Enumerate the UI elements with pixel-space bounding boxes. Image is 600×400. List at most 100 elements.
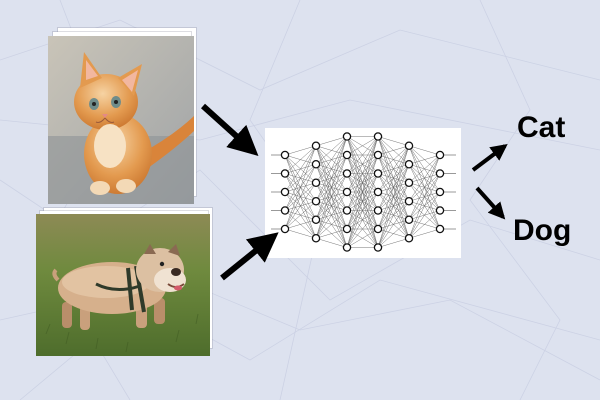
cat-image-stack — [48, 28, 196, 204]
network-node — [373, 224, 383, 234]
cat-output-arrow — [471, 143, 508, 172]
network-node — [342, 187, 352, 197]
network-edge — [315, 136, 348, 239]
network-node — [280, 187, 290, 197]
network-node — [435, 224, 445, 234]
network-edge — [346, 210, 379, 248]
network-edge — [377, 238, 410, 248]
network-edge — [377, 182, 410, 248]
network-node — [311, 141, 321, 150]
network-edge — [346, 136, 379, 193]
network-edge — [377, 219, 410, 248]
network-edge — [408, 210, 441, 239]
network-edge — [284, 164, 317, 230]
kitten-image — [48, 36, 194, 204]
network-node — [280, 169, 290, 178]
network-node — [311, 160, 321, 169]
bulldog-image — [36, 214, 210, 356]
network-node — [373, 243, 383, 252]
network-edge — [284, 219, 317, 230]
network-node — [342, 132, 352, 141]
network-node — [435, 150, 445, 160]
network-edge — [408, 228, 441, 239]
network-node — [404, 197, 414, 206]
network-edge — [315, 154, 348, 239]
network-edge — [346, 136, 379, 230]
network-edge — [346, 136, 379, 174]
network-edge — [377, 145, 410, 248]
network-edge — [315, 136, 348, 202]
network-edge — [408, 191, 441, 239]
network-node — [342, 224, 352, 234]
network-node — [373, 187, 383, 197]
network-edge — [315, 136, 348, 146]
network-edge — [284, 201, 317, 230]
network-node — [280, 206, 290, 215]
network-edge — [315, 228, 348, 239]
network-edge — [377, 201, 410, 248]
network-node — [404, 234, 414, 243]
neural-network-graph — [271, 132, 456, 252]
network-connections — [271, 136, 456, 248]
dog-image-stack — [36, 208, 214, 356]
network-node — [342, 206, 352, 215]
network-node — [435, 169, 445, 178]
neural-network-diagram — [265, 128, 461, 258]
network-edge — [315, 173, 348, 239]
network-node — [311, 234, 321, 243]
network-edge — [408, 173, 441, 239]
network-edge — [284, 228, 317, 239]
network-edge — [377, 164, 410, 248]
network-edge — [284, 145, 317, 230]
cat-photo — [48, 36, 194, 204]
network-edge — [377, 145, 410, 174]
network-edge — [408, 154, 441, 239]
network-edge — [408, 154, 441, 183]
network-node — [311, 178, 321, 188]
dog-photo — [36, 214, 210, 356]
dog-label: Dog — [513, 214, 572, 247]
network-edge — [346, 191, 379, 248]
network-edge — [346, 173, 379, 248]
network-node — [280, 224, 290, 234]
network-edge — [346, 136, 379, 211]
dog-input-arrow — [220, 232, 279, 281]
network-edge — [315, 238, 348, 248]
network-edge — [346, 136, 379, 248]
network-edge — [284, 145, 317, 174]
network-node — [373, 132, 383, 141]
network-edge — [377, 145, 410, 211]
network-edge — [346, 228, 379, 248]
network-edge — [377, 145, 410, 156]
network-node — [342, 169, 352, 178]
network-node — [342, 150, 352, 160]
network-node — [311, 215, 321, 225]
cat-input-arrow — [200, 103, 259, 157]
network-edge — [315, 136, 348, 220]
network-nodes — [280, 132, 445, 252]
network-edge — [377, 145, 410, 230]
network-node — [435, 206, 445, 215]
network-node — [373, 169, 383, 178]
network-edge — [315, 191, 348, 239]
network-node — [404, 178, 414, 188]
network-edge — [315, 136, 348, 183]
network-edge — [284, 145, 317, 156]
network-node — [404, 160, 414, 169]
network-edge — [284, 182, 317, 230]
network-node — [404, 141, 414, 150]
network-node — [311, 197, 321, 206]
network-edge — [346, 154, 379, 248]
network-edge — [408, 154, 441, 202]
network-edge — [377, 145, 410, 193]
cat-label: Cat — [517, 111, 566, 144]
network-node — [435, 187, 445, 197]
network-edge — [315, 136, 348, 165]
network-edge — [408, 145, 441, 156]
network-node — [373, 150, 383, 160]
network-node — [342, 243, 352, 252]
network-edge — [315, 210, 348, 239]
network-edge — [408, 154, 441, 165]
network-edge — [284, 145, 317, 193]
